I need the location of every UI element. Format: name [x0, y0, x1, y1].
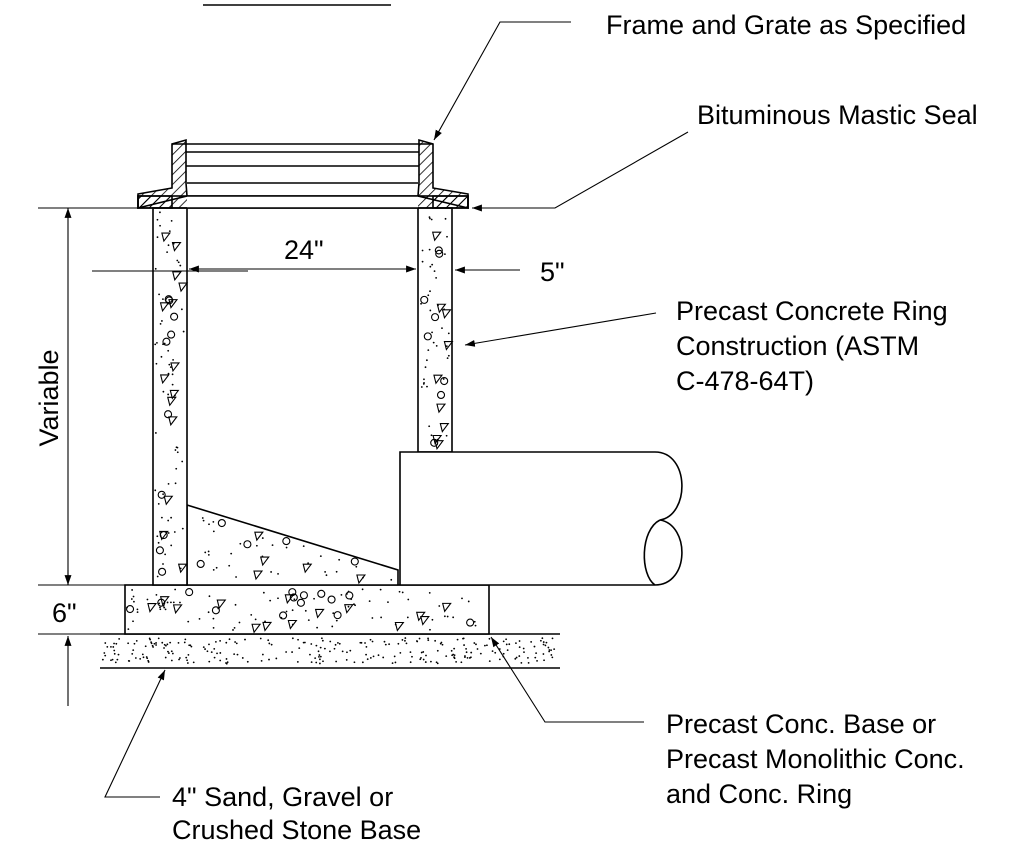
sand-gravel-base: [100, 633, 560, 669]
left-ring-wall: [152, 207, 189, 586]
height-value: Variable: [34, 349, 64, 447]
mastic-seal-label: Bituminous Mastic Seal: [697, 100, 978, 130]
base-label-line1: Precast Conc. Base or: [666, 709, 937, 739]
base-label-line2: Precast Monolithic Conc.: [666, 744, 965, 774]
frame-grate-label: Frame and Grate as Specified: [606, 10, 967, 40]
ring-construction-label-line3: C-478-64T): [676, 366, 815, 396]
outlet-pipe: [399, 451, 683, 586]
ring-construction-label-line2: Construction (ASTM: [676, 331, 920, 361]
inner-diameter-dimension: [92, 265, 416, 273]
leader-lines: [104, 21, 689, 798]
bench-fill: [186, 503, 399, 586]
inner-diameter-value: 24": [284, 235, 324, 265]
height-dimension: [38, 207, 138, 586]
wall-thickness-value: 5": [540, 257, 565, 287]
base-thickness-dimension: [38, 570, 125, 706]
base-label-line3: and Conc. Ring: [666, 779, 853, 809]
sand-base-label-line2: Crushed Stone Base: [172, 815, 422, 845]
precast-concrete-base: [124, 584, 490, 635]
frame-and-grate: [137, 138, 469, 210]
right-ring-wall: [417, 207, 454, 453]
ring-construction-label-line1: Precast Concrete Ring: [676, 296, 948, 326]
base-thickness-value: 6": [52, 598, 77, 628]
sand-base-label-line1: 4" Sand, Gravel or: [172, 782, 394, 812]
